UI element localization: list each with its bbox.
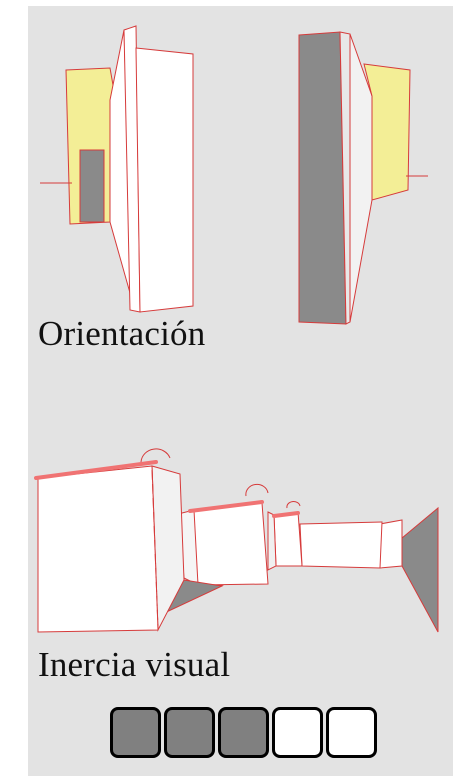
medium-block-arc <box>245 483 269 497</box>
right-yellow-plate <box>363 63 411 201</box>
far-white-transition <box>379 519 403 569</box>
medium-block-top-highlight <box>188 500 264 513</box>
narrow-tube <box>299 521 383 569</box>
left-white-face <box>135 47 194 313</box>
right-gray-face <box>298 31 347 325</box>
visual-inertia-label: Inercia visual <box>38 645 231 684</box>
big-block-arc <box>140 448 171 463</box>
medium-block-face <box>190 502 269 586</box>
big-block-top-highlight <box>34 460 158 480</box>
small-block-side <box>267 511 277 571</box>
rating-square-filled <box>110 707 161 758</box>
big-block-face <box>37 465 159 633</box>
small-block-top-highlight <box>272 511 300 518</box>
rating-square-empty <box>326 707 377 758</box>
far-gray-wedge <box>401 506 439 633</box>
inertia-corridor <box>34 448 439 633</box>
rating-scale <box>110 707 377 758</box>
orientation-left-object <box>40 25 194 313</box>
small-block-arc <box>286 501 301 509</box>
orientation-label: Orientación <box>38 314 206 353</box>
small-block <box>273 511 303 567</box>
big-block-dashed-edge <box>151 469 159 629</box>
left-gray-inset <box>79 149 105 223</box>
rating-square-filled <box>218 707 269 758</box>
rating-square-empty <box>272 707 323 758</box>
orientation-right-object <box>298 31 428 325</box>
rating-square-filled <box>164 707 215 758</box>
